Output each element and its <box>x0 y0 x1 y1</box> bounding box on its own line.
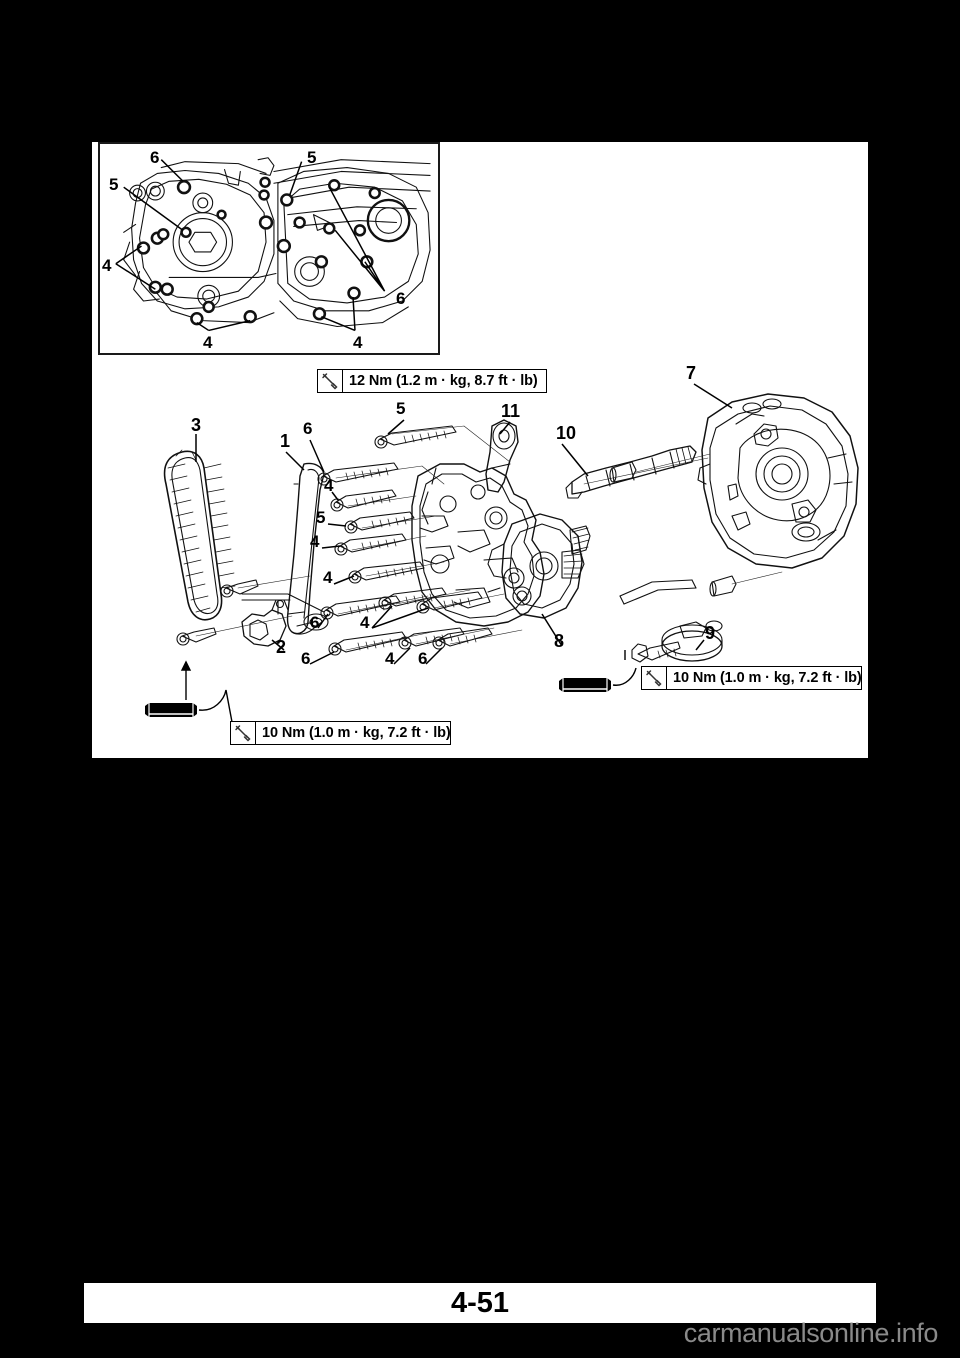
engine-overview-linework <box>115 157 431 332</box>
dowel-pins <box>609 461 737 597</box>
callout-6-c: 6 <box>301 649 311 668</box>
callout-6-b: 6 <box>310 613 320 632</box>
torque-spec-10nm-right: 10 Nm (1.0 m · kg, 7.2 ft · lb) <box>641 666 862 690</box>
crankcase-exploded-linework <box>163 383 859 665</box>
footer-bar: 4-51 <box>84 1283 876 1323</box>
timing-chain <box>163 449 236 621</box>
sealant-block-icon <box>145 703 197 717</box>
shift-lever <box>485 419 519 493</box>
sealant-block-icon <box>559 678 611 692</box>
callout-4-left: 4 <box>102 256 112 275</box>
site-watermark: carmanualsonline.info <box>683 1318 939 1348</box>
torque-spec-text: 10 Nm (1.0 m · kg, 7.2 ft · lb) <box>673 670 862 686</box>
wrench-icon <box>318 370 343 392</box>
callout-7-right-case: 7 <box>686 363 697 383</box>
bolt-set <box>176 425 681 663</box>
oil-strainer <box>619 579 723 662</box>
sealant-marker-right <box>557 675 613 697</box>
sealant-marker-left <box>143 700 199 722</box>
wrench-icon <box>642 667 667 689</box>
torque-spec-12nm: 12 Nm (1.2 m · kg, 8.7 ft · lb) <box>317 369 547 393</box>
bolt-markers <box>136 176 381 326</box>
page-number: 4-51 <box>450 1286 510 1319</box>
illustration-area: 6 5 5 4 6 4 4 <box>92 142 868 758</box>
wrench-icon <box>231 722 256 744</box>
callout-6-top-left: 6 <box>150 148 160 167</box>
callout-11-shift-lever: 11 <box>501 401 521 421</box>
torque-spec-text: 10 Nm (1.0 m · kg, 7.2 ft · lb) <box>262 725 451 741</box>
callout-4-b: 4 <box>310 532 320 551</box>
callout-2-bracket: 2 <box>276 637 287 657</box>
callout-4-e: 4 <box>385 649 395 668</box>
callout-3-chain: 3 <box>191 415 202 435</box>
callout-6-d: 6 <box>418 649 428 668</box>
callout-6-upper: 6 <box>303 419 313 438</box>
wrench-glyph <box>322 373 338 390</box>
callout-4-bottom-left: 4 <box>203 333 213 352</box>
callout-4-c: 4 <box>323 568 333 587</box>
callout-6-right: 6 <box>396 289 406 308</box>
callout-9-oil-strainer: 9 <box>705 623 716 643</box>
torque-spec-text: 12 Nm (1.2 m · kg, 8.7 ft · lb) <box>349 373 538 389</box>
callout-5-left: 5 <box>109 175 119 194</box>
wrench-glyph <box>646 670 662 687</box>
chain-guide <box>286 462 325 635</box>
callout-4-bottom-right: 4 <box>353 333 363 352</box>
callout-leaders <box>195 383 733 665</box>
callout-1-chain-guide: 1 <box>280 431 291 451</box>
callout-5-b: 5 <box>316 508 326 527</box>
callout-10-shift-shaft: 10 <box>556 423 577 443</box>
callout-4-d: 4 <box>360 613 370 632</box>
oil-pump-assembly <box>487 513 591 619</box>
figure-crankcase-exploded-view: 3 1 6 5 11 10 7 4 5 4 4 6 4 6 4 6 8 9 2 <box>92 364 868 758</box>
callout-8-oil-pump: 8 <box>554 631 565 651</box>
callout-5-upper: 5 <box>396 399 406 418</box>
crankcase-right-half <box>697 393 859 569</box>
crankcase-left-half <box>411 463 545 627</box>
callout-4-a: 4 <box>324 476 334 495</box>
torque-spec-10nm-left: 10 Nm (1.0 m · kg, 7.2 ft · lb) <box>230 721 451 745</box>
callout-5-top-right: 5 <box>307 148 317 167</box>
tensioner-bracket <box>241 593 329 647</box>
wrench-glyph <box>235 725 251 742</box>
figure-engine-bolt-overview: 6 5 5 4 6 4 4 <box>98 142 440 355</box>
